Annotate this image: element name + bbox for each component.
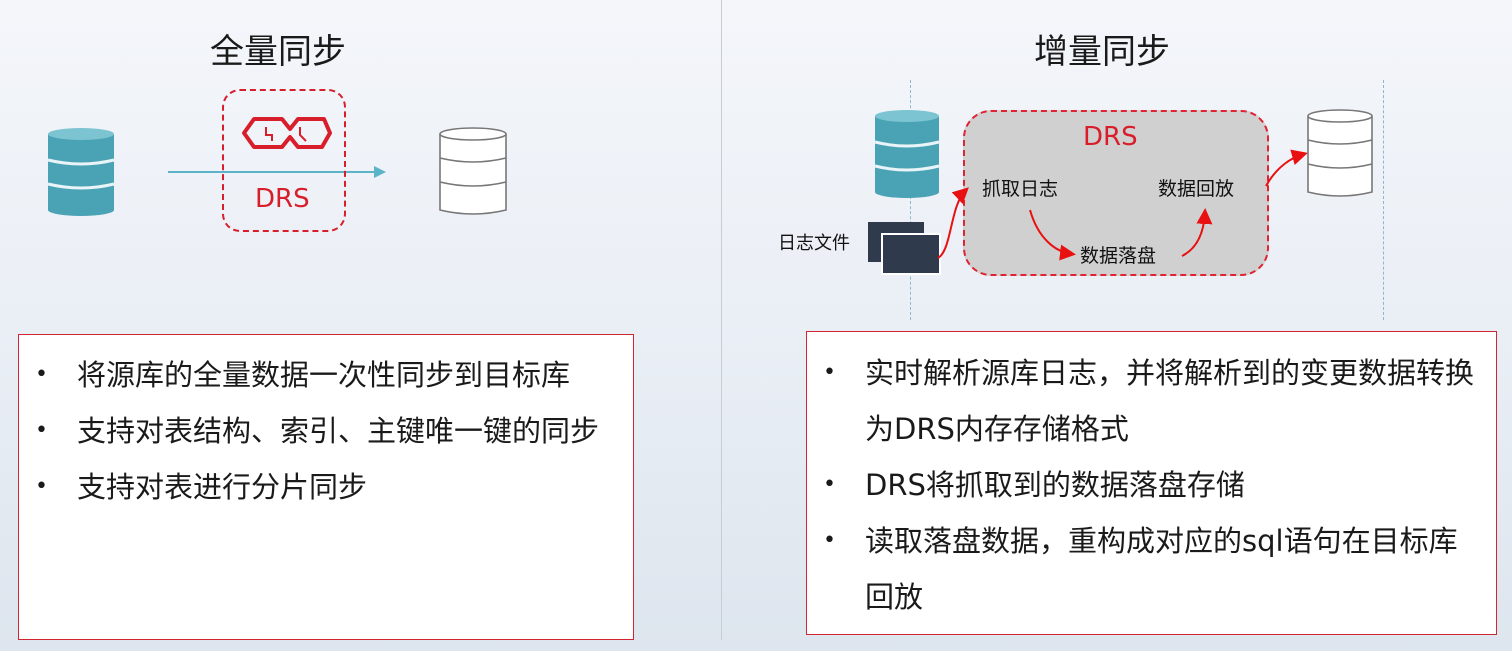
full-sync-title: 全量同步 [210, 32, 346, 72]
arrow-replay-to-target [1265, 149, 1308, 187]
log-file-icon [868, 222, 941, 275]
drs-logo-icon [242, 117, 332, 149]
drs-box-full [222, 89, 346, 232]
bullet-item: •读取落盘数据，重构成对应的sql语句在目标库回放 [823, 524, 1458, 614]
bullet-item: •实时解析源库日志，并将解析到的变更数据转换为DRS内存存储格式 [823, 356, 1475, 446]
full-sync-flow-arrow [168, 166, 386, 178]
incremental-sync-description-box [806, 331, 1497, 635]
guide-line-right [1383, 80, 1384, 320]
source-database-icon-inc [874, 110, 940, 198]
guide-line-left [910, 80, 911, 320]
panel-divider [721, 0, 722, 640]
drs-box-incremental [963, 110, 1269, 276]
bullet-item: •DRS将抓取到的数据落盘存储 [823, 468, 1245, 502]
step-capture-log: 抓取日志 [982, 178, 1059, 200]
bullet-item: •支持对表结构、索引、主键唯一键的同步 [35, 414, 600, 448]
step-replay-data: 数据回放 [1158, 178, 1235, 200]
full-sync-bullet-list: •将源库的全量数据一次性同步到目标库 •支持对表结构、索引、主键唯一键的同步 •… [35, 347, 617, 515]
step-store-data: 数据落盘 [1080, 245, 1157, 267]
log-file-label: 日志文件 [778, 233, 850, 254]
drs-label-incremental: DRS [1083, 122, 1138, 152]
incremental-sync-title: 增量同步 [1034, 32, 1170, 72]
source-database-icon [47, 128, 115, 216]
target-database-icon [439, 127, 507, 215]
incremental-sync-bullet-list: •实时解析源库日志，并将解析到的变更数据转换为DRS内存存储格式 •DRS将抓取… [823, 345, 1485, 625]
target-database-icon-inc [1307, 109, 1373, 197]
bullet-item: •将源库的全量数据一次性同步到目标库 [35, 358, 571, 392]
drs-label-full: DRS [255, 184, 310, 214]
bullet-item: •支持对表进行分片同步 [35, 470, 368, 504]
full-sync-description-box [18, 334, 634, 640]
